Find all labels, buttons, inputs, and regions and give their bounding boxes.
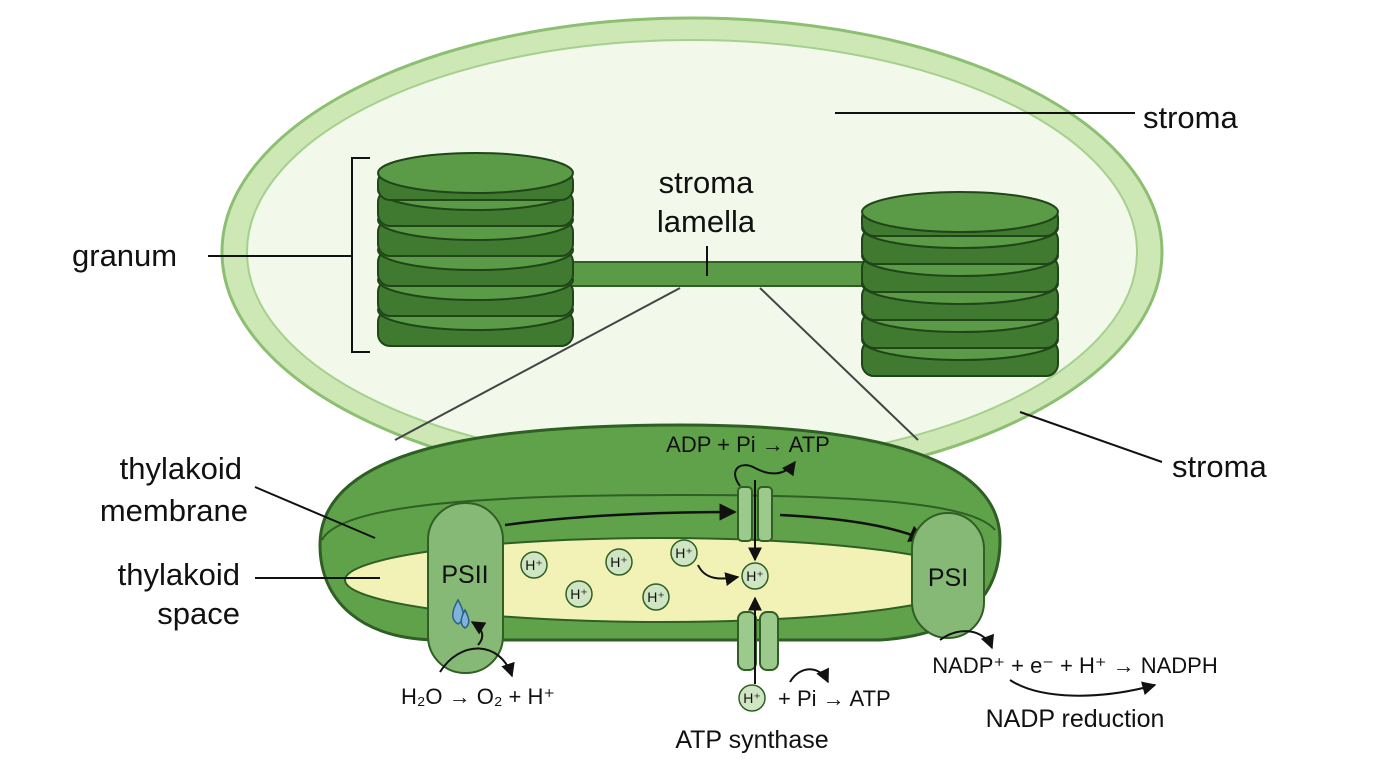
proton-ion: H⁺ [605,548,633,576]
water-split-arrow [439,647,515,678]
atp-synthase-bottom [737,611,779,671]
zoom-line-left [394,287,681,441]
zoom-line-right [759,287,919,441]
atp-equation-top: ADP + Pi → ATP [666,432,830,457]
stroma-lamella-label-1: stroma [659,165,755,200]
psi-output-arrow [939,630,994,650]
electron-flow-arrow-2 [779,513,927,542]
atp-top-curve-arrow [734,460,796,487]
thylakoid-upper-rim [321,493,996,541]
atp-synthase-label: ATP synthase [675,726,828,754]
svg-text:H⁺: H⁺ [647,589,665,605]
thylakoid-membrane-label-2: membrane [100,493,248,528]
proton-ion: H⁺ [520,551,548,579]
granum-right [861,191,1059,377]
svg-text:H⁺: H⁺ [610,554,628,570]
proton-curve-arrow [697,564,740,586]
proton-ion: H⁺ [741,562,769,590]
stroma-lamella [559,261,881,287]
electron-flow-arrow-1 [504,503,737,527]
water-drop-icon [452,598,464,625]
stroma-label-right: stroma [1172,449,1268,484]
stroma-lamella-label-2: lamella [657,204,756,239]
thylakoid-space-label-2: space [157,596,240,631]
atp-bottom-curve-arrow [789,667,829,684]
granum-label: granum [72,238,177,273]
svg-text:H⁺: H⁺ [743,690,761,706]
nadph-equation: NADP⁺ + e⁻ + H⁺ → NADPH [932,653,1217,678]
atp-equation-bottom: + Pi → ATP [778,686,891,711]
psi-label: PSI [928,564,968,592]
nadp-reduction-label: NADP reduction [986,705,1165,733]
proton-ion: H⁺ [738,684,766,712]
water-split-arrow-up [470,621,487,646]
nadp-reduction-arrow [1009,679,1157,697]
svg-text:H⁺: H⁺ [525,557,543,573]
thylakoid-space-label-1: thylakoid [118,557,240,592]
granum-left [377,152,574,347]
water-drop-icon-2 [460,608,470,629]
psii-label: PSII [441,561,488,589]
proton-ion: H⁺ [642,583,670,611]
proton-ion: H⁺ [670,539,698,567]
stroma-label-top: stroma [1143,100,1239,135]
svg-text:H⁺: H⁺ [570,586,588,602]
thylakoid-membrane-label-1: thylakoid [120,451,242,486]
leader-stroma-right [1019,411,1163,463]
atp-synthase-top [737,486,773,542]
granum-bracket [351,157,370,353]
leader-thylakoid-membrane [254,486,376,539]
psi-complex [911,512,985,639]
water-split-equation: H₂O → O₂ + H⁺ [401,684,555,709]
proton-ion: H⁺ [565,580,593,608]
svg-text:H⁺: H⁺ [675,545,693,561]
svg-text:H⁺: H⁺ [746,568,764,584]
